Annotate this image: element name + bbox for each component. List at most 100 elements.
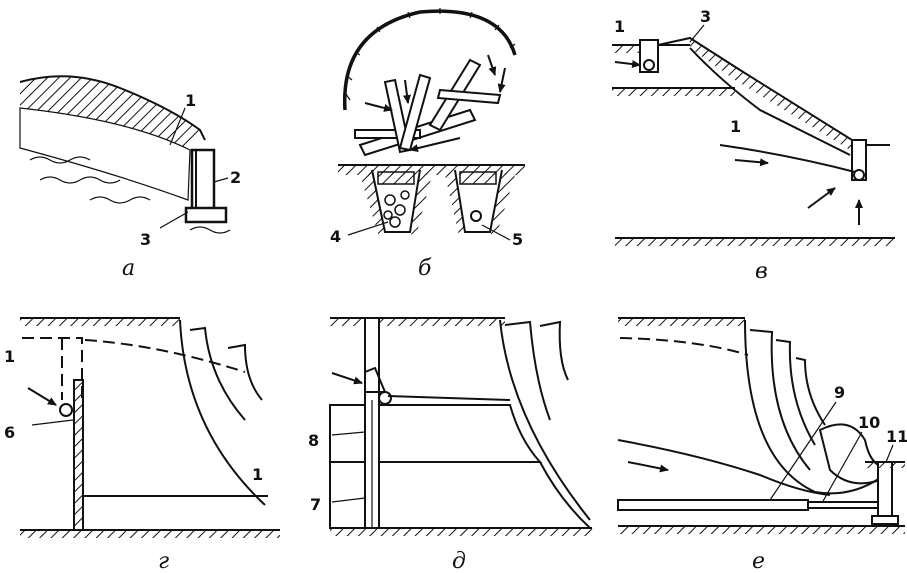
- label-d-8: 8: [308, 431, 319, 450]
- leader-1: [169, 107, 186, 146]
- horizontal-drain-10: [807, 501, 879, 509]
- flow-arrow-b2: [402, 79, 411, 104]
- flow-arrow-b1: [364, 102, 393, 112]
- slip-face-e2: [749, 329, 811, 471]
- flow-arrow-g: [27, 387, 57, 406]
- sand-layer: [19, 107, 191, 201]
- leader-7: [331, 497, 366, 503]
- drain-pipe-d: [378, 391, 392, 405]
- label-a-3: 3: [140, 230, 151, 249]
- leader-8: [331, 431, 366, 436]
- upper-drain-pipe: [643, 59, 655, 71]
- caption-a: а: [122, 256, 135, 281]
- flow-arrow-b4: [497, 67, 506, 93]
- leader-4: [347, 221, 389, 236]
- top-ground-hatch-d: [330, 318, 505, 326]
- label-d-7: 7: [310, 495, 321, 514]
- label-e-11: 11: [886, 427, 907, 446]
- slip-face-e3: [775, 339, 816, 446]
- flow-arrow-b3: [487, 54, 497, 76]
- drain-pipe-5: [470, 210, 482, 222]
- slab-line-d: [387, 395, 511, 401]
- label-b-5: 5: [512, 230, 523, 249]
- slip-face-g3: [227, 343, 263, 401]
- slip-face-d3: [539, 320, 569, 381]
- ground-right-hatch-e: [865, 462, 905, 468]
- slip-face-d1: [499, 319, 591, 521]
- leader-2: [213, 177, 229, 183]
- panel-g: 1 6 1 г: [4, 317, 280, 573]
- water-table-e: [617, 439, 831, 496]
- caption-d: д: [452, 549, 466, 573]
- caption-g: г: [158, 549, 169, 573]
- label-a-2: 2: [230, 168, 241, 187]
- mid-ground-hatch-v: [612, 88, 735, 96]
- upper-drain-box: [639, 39, 659, 73]
- caption-e: е: [752, 549, 765, 573]
- panel-a: 1 2 3 а: [19, 75, 241, 281]
- base-hatch-d: [330, 528, 592, 536]
- panel-v: 1 3 1 в: [612, 7, 895, 284]
- label-e-10: 10: [858, 413, 880, 432]
- arch-rough-edge: [345, 8, 516, 101]
- slip-face-e1: [744, 319, 881, 495]
- slip-face-g2: [189, 326, 246, 421]
- base-hatch-g: [20, 530, 280, 538]
- screen-wall-6: [73, 379, 84, 531]
- slip-face-e4: [795, 357, 826, 426]
- label-a-1: 1: [185, 91, 196, 110]
- flow-arrow-v1: [614, 60, 641, 69]
- slope-hatch: [690, 38, 860, 150]
- label-g-1: 1: [4, 347, 15, 366]
- flow-arrow-v2: [734, 158, 769, 167]
- timber-struts: [354, 58, 502, 157]
- slip-face-d2: [504, 320, 551, 421]
- label-g-6: 6: [4, 423, 15, 442]
- top-ground-hatch-v: [612, 45, 652, 53]
- flow-arrow-e: [627, 461, 669, 473]
- leader-6: [31, 419, 74, 426]
- caption-b: б: [418, 256, 432, 281]
- retaining-post-11: [877, 461, 893, 519]
- depression-curve-g: [84, 339, 246, 373]
- panel-b: 4 5 б: [330, 8, 525, 281]
- topsoil-hatch: [20, 76, 200, 150]
- leader-11: [885, 444, 894, 463]
- top-ground-hatch-e: [618, 318, 745, 326]
- post-footing-11: [871, 515, 899, 525]
- flow-arrow-b5: [409, 137, 461, 153]
- leader-3: [159, 211, 189, 229]
- flow-arrow-d: [331, 372, 363, 385]
- slumped-mass: [818, 423, 887, 485]
- slope-slip-line: [689, 47, 851, 156]
- water-table-v: [719, 144, 856, 173]
- label-v-3: 3: [700, 7, 711, 26]
- slip-face-g1: [179, 319, 266, 506]
- label-e-9: 9: [834, 383, 845, 402]
- wall-footing: [184, 206, 228, 224]
- cap-slab-left: [377, 171, 415, 185]
- panel-e: 9 10 11 е: [617, 317, 907, 573]
- base-hatch-e: [618, 526, 905, 534]
- lower-drain-pipe: [853, 169, 865, 181]
- leader-5: [481, 224, 511, 241]
- label-g-1-right: 1: [252, 465, 263, 484]
- label-v-1-low: 1: [730, 117, 741, 136]
- clay-layer-d: [329, 404, 543, 463]
- panel-d: 8 7 д: [308, 317, 593, 573]
- tunnel-arch: [342, 9, 517, 111]
- caption-v: в: [755, 259, 768, 284]
- ground-hatch-b: [338, 165, 525, 175]
- rubble-fill: [383, 190, 410, 228]
- base-hatch-v: [615, 238, 895, 246]
- depression-curve-e: [619, 337, 749, 356]
- label-v-1-top: 1: [614, 17, 625, 36]
- flow-arrow-v3: [807, 187, 836, 209]
- drain-pipe-g: [59, 403, 73, 417]
- top-ground-hatch-g: [20, 318, 180, 326]
- leader-9: [769, 401, 837, 501]
- leader-v-3: [689, 24, 705, 43]
- cap-slab-right: [459, 171, 497, 185]
- leader-10: [821, 431, 863, 504]
